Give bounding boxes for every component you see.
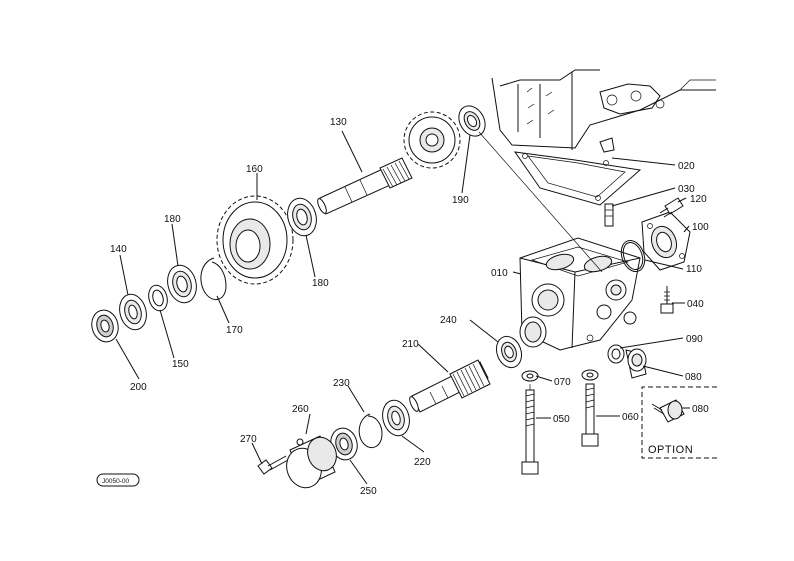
bearing-140 (119, 293, 147, 331)
washer-070 (521, 369, 599, 382)
label-180-left: 180 (164, 214, 181, 225)
label-040: 040 (687, 299, 704, 310)
engine-block (491, 69, 716, 153)
bearing-190 (458, 105, 486, 137)
label-030: 030 (678, 184, 695, 195)
gasket-020 (513, 151, 642, 206)
label-050: 050 (553, 414, 570, 425)
bolt-040 (660, 286, 674, 314)
bearing-180-left (167, 264, 197, 304)
label-140: 140 (110, 244, 127, 255)
oil-seal-250 (330, 427, 358, 461)
circlip-170 (200, 257, 227, 301)
label-170: 170 (226, 325, 243, 336)
label-120: 120 (690, 194, 707, 205)
collar-150 (148, 284, 168, 312)
shaft-210 (409, 359, 491, 413)
label-010: 010 (491, 268, 508, 279)
drawing-code-text: J0050-00 (102, 478, 129, 485)
label-230: 230 (333, 378, 350, 389)
bearing-220 (382, 399, 410, 437)
label-090: 090 (686, 334, 703, 345)
label-110: 110 (686, 264, 702, 275)
assembly-line-190 (478, 131, 603, 273)
label-130: 130 (330, 117, 347, 128)
gear-top (403, 111, 461, 169)
cap-260 (286, 435, 337, 489)
label-080-upper: 080 (685, 372, 702, 383)
shaft-130 (317, 157, 413, 215)
bearing-180-right (287, 197, 317, 237)
oil-seal-200 (91, 309, 119, 343)
drain-plug-080 (625, 348, 647, 379)
label-250: 250 (360, 486, 377, 497)
gear-case-010 (519, 237, 641, 351)
drawing-code: J0050-00 (96, 473, 140, 487)
gear-160 (216, 195, 294, 285)
cover-100 (641, 211, 691, 271)
bolt-050 (521, 384, 539, 475)
label-060: 060 (622, 412, 639, 423)
o-ring-110 (620, 240, 646, 272)
label-240: 240 (440, 315, 457, 326)
circlip-230 (358, 413, 383, 449)
label-220: 220 (414, 457, 431, 468)
label-070: 070 (554, 377, 571, 388)
label-270: 270 (240, 434, 257, 445)
label-210: 210 (402, 339, 419, 350)
leader-lines (115, 130, 690, 485)
label-200: 200 (130, 382, 147, 393)
label-080-option: 080 (692, 404, 709, 415)
option-box: OPTION (641, 386, 717, 459)
part-labels: 130 160 180 140 180 170 150 200 190 020 … (110, 117, 709, 497)
label-100: 100 (692, 222, 709, 233)
label-020: 020 (678, 161, 695, 172)
label-160: 160 (246, 164, 263, 175)
drain-plug-080-option (651, 399, 685, 423)
bolt-060 (581, 383, 599, 447)
option-label: OPTION (648, 444, 693, 456)
pin-030 (604, 203, 614, 227)
label-180-right: 180 (312, 278, 329, 289)
label-150: 150 (172, 359, 189, 370)
washer-090 (607, 344, 625, 364)
bolt-270 (257, 455, 289, 475)
bearing-240 (495, 335, 523, 369)
label-260: 260 (292, 404, 309, 415)
label-190: 190 (452, 195, 469, 206)
